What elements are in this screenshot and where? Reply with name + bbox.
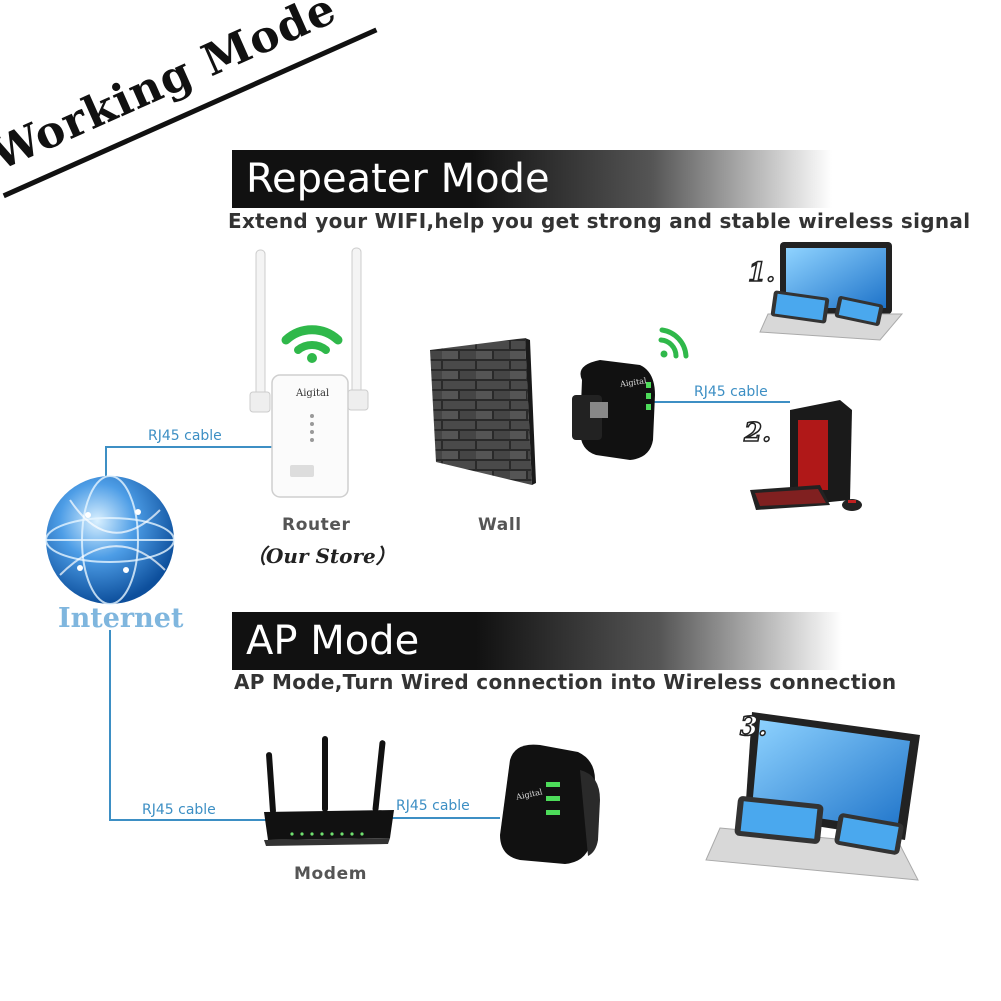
- cable-lines: [105, 401, 790, 821]
- brick-wall-icon: [430, 338, 536, 485]
- cable-label-modem: RJ45 cable: [142, 802, 216, 818]
- repeater-mode-subtitle: Extend your WIFI,help you get strong and…: [228, 209, 971, 233]
- modem-router-icon: [264, 736, 394, 846]
- repeater-mode-banner: Repeater Mode: [232, 150, 832, 208]
- router-store-note: （Our Store）: [246, 544, 396, 568]
- laptop-phone-icon-3: [705, 712, 920, 881]
- black-extender-icon-ap: [500, 744, 600, 864]
- wall-label: Wall: [478, 515, 522, 535]
- device-number-3: 3.: [739, 711, 768, 743]
- wifi-icon-extender: [658, 327, 689, 359]
- device-number-2: 2.: [743, 417, 772, 449]
- laptop-phone-icon-1: [759, 242, 904, 341]
- desktop-pc-icon-2: [750, 400, 862, 511]
- modem-label: Modem: [294, 864, 368, 884]
- ap-mode-heading: AP Mode: [246, 618, 420, 664]
- white-router-icon: [249, 247, 369, 498]
- black-extender-icon-repeater: [572, 360, 655, 460]
- ap-mode-banner: AP Mode: [232, 612, 842, 670]
- repeater-mode-heading: Repeater Mode: [246, 156, 550, 202]
- cable-label-extender: RJ45 cable: [396, 798, 470, 814]
- internet-label: Internet: [58, 603, 184, 634]
- cable-label-router: RJ45 cable: [148, 428, 222, 444]
- router-brand-label: Aigital: [296, 388, 330, 399]
- ap-mode-subtitle: AP Mode,Turn Wired connection into Wirel…: [234, 670, 897, 694]
- wifi-icon-router: [281, 325, 343, 363]
- device-number-1: 1.: [747, 257, 776, 289]
- cable-label-pc: RJ45 cable: [694, 384, 768, 400]
- cable-internet-modem: [109, 630, 268, 821]
- router-label: Router: [282, 515, 351, 535]
- cable-internet-router: [105, 446, 272, 478]
- globe-icon: [45, 475, 175, 605]
